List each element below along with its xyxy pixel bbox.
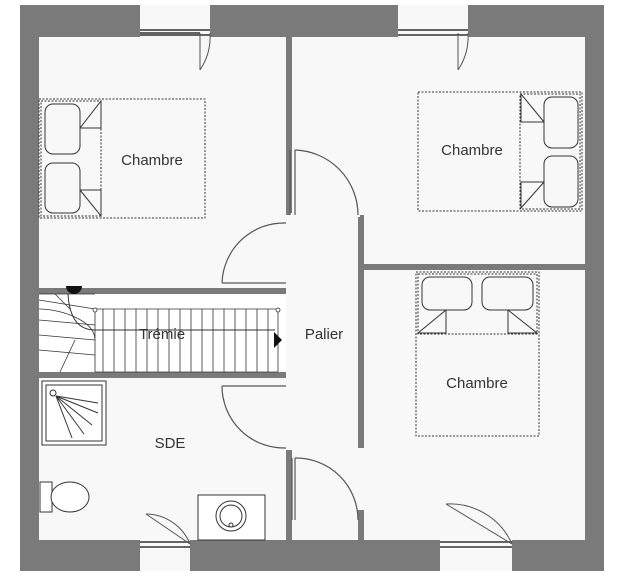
door-openings <box>286 213 364 510</box>
label-landing: Palier <box>305 326 343 343</box>
wall-stair-top <box>39 288 286 294</box>
label-shower-room: SDE <box>155 435 186 452</box>
bed-icon <box>415 271 540 437</box>
label-stair-well: Trémie <box>139 326 185 343</box>
wall-center-top <box>286 37 292 215</box>
door-swings <box>221 149 359 521</box>
wall-right-vertical <box>358 215 364 540</box>
label-bedroom-right: Chambre <box>446 375 508 392</box>
door-icon <box>221 222 287 284</box>
wall-right-mid <box>362 264 585 270</box>
wall-stair-bottom <box>39 372 286 378</box>
door-icon <box>291 457 359 521</box>
door-icon <box>221 385 287 449</box>
window-icon <box>140 540 190 571</box>
label-bedroom-top-right: Chambre <box>441 142 503 159</box>
bed-icon <box>417 91 583 212</box>
stair-icon <box>38 286 286 373</box>
wall-center-bottom <box>286 450 292 540</box>
window-icon <box>440 540 512 571</box>
toilet-icon <box>39 481 90 513</box>
windows <box>140 5 513 571</box>
shower-icon <box>41 380 107 446</box>
label-bedroom-top-left: Chambre <box>121 152 183 169</box>
bed-icon <box>38 98 206 219</box>
interior-walls <box>39 37 585 540</box>
window-icon <box>398 5 468 37</box>
sink-icon <box>197 494 266 541</box>
window-icon <box>140 5 210 37</box>
door-icon <box>289 149 359 216</box>
